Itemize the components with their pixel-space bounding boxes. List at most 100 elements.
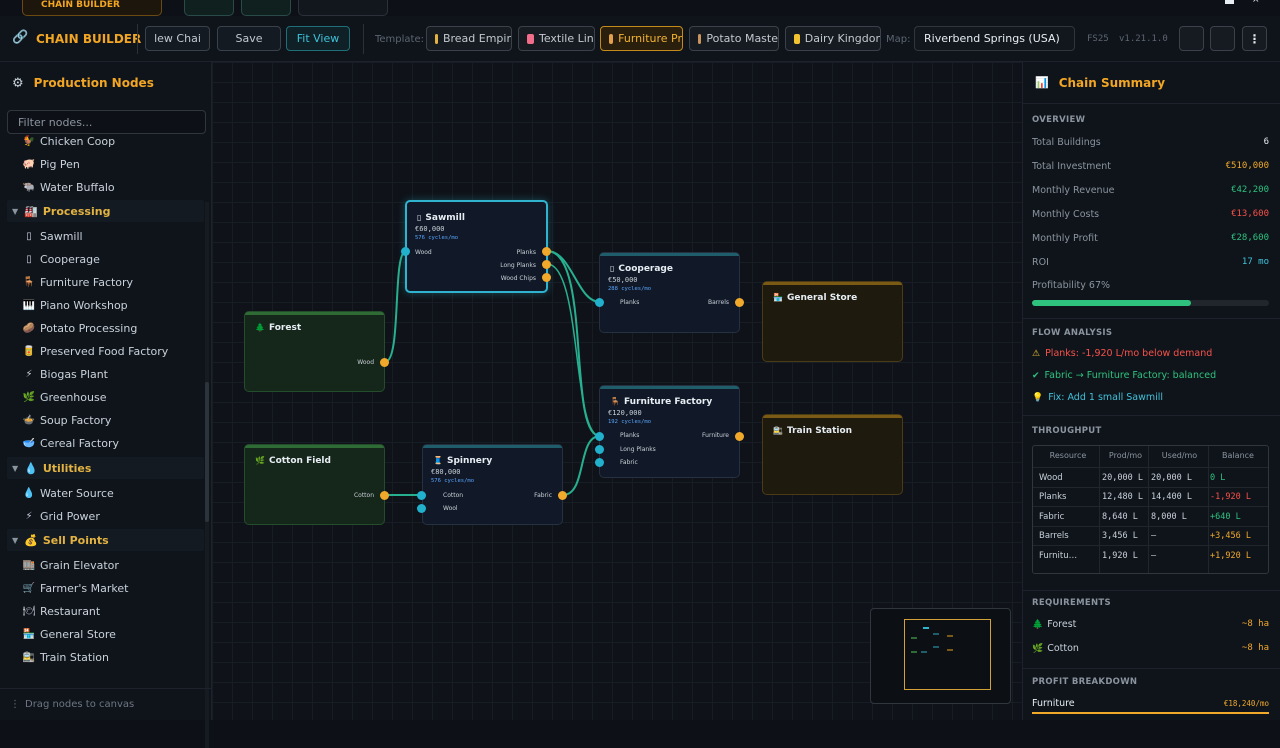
node-cost: €120,000 — [608, 409, 642, 417]
app-tab[interactable]: CHAIN BUILDER — [22, 0, 162, 16]
sidebar-item[interactable]: 🚉Train Station — [0, 647, 204, 669]
flow-text: Fabric → Furniture Factory: balanced — [1044, 370, 1217, 381]
template-button-0[interactable]: Bread Empir — [426, 26, 512, 51]
port-furniture-planks-in[interactable] — [595, 432, 604, 441]
template-button-3[interactable]: Potato Maste — [689, 26, 779, 51]
sidebar-item[interactable]: 🍽Restaurant — [0, 600, 204, 622]
sidebar-item[interactable]: ▯Cooperage — [0, 248, 204, 270]
undo-button[interactable] — [1179, 26, 1204, 51]
node-bar — [423, 445, 562, 448]
group-sell_points[interactable]: ▼💰Sell Points — [7, 529, 204, 552]
map-select[interactable]: Riverbend Springs (USA) — [914, 26, 1075, 51]
chain-canvas[interactable]: ▯Sawmill €60,000 576 cycles/mo Wood Plan… — [212, 62, 1022, 720]
requirement-value: ~8 ha — [1241, 643, 1269, 653]
port-spinnery-cotton-in[interactable] — [417, 491, 426, 500]
minimize-icon[interactable] — [1225, 0, 1234, 4]
sidebar-scrollbar[interactable] — [205, 202, 209, 748]
sidebar-item[interactable]: ⚡Grid Power — [0, 505, 204, 527]
chevron-down-icon: ▼ — [12, 206, 19, 216]
sidebar-item[interactable]: ▯Sawmill — [0, 225, 204, 247]
port-sawmill-long-planks-out[interactable] — [542, 260, 551, 269]
sidebar-item[interactable]: 🏪General Store — [0, 624, 204, 646]
header-cell: Resource — [1049, 451, 1087, 460]
node-title: 🌲Forest — [255, 323, 301, 333]
wire-spinnery-furniture — [562, 435, 601, 496]
node-icon: 🏬 — [22, 559, 36, 571]
sidebar-item[interactable]: 🛒Farmer's Market — [0, 577, 204, 599]
chair-icon: 🪑 — [610, 397, 620, 406]
node-icon: 🐃 — [22, 181, 36, 193]
chain-name-input[interactable]: lew Chai — [145, 26, 210, 51]
sidebar-item-label: Greenhouse — [40, 391, 107, 405]
port-sawmill-wood-chips-out[interactable] — [542, 273, 551, 282]
sidebar-item[interactable]: 🐓Chicken Coop — [0, 134, 204, 152]
toolbar: 🔗 CHAIN BUILDER lew Chai Save Fit View T… — [0, 16, 1280, 62]
node-cooperage[interactable]: ▯Cooperage €50,000 288 cycles/mo Planks … — [599, 252, 740, 333]
sidebar-item[interactable]: ⚡Biogas Plant — [0, 364, 204, 386]
sidebar-scroll-thumb[interactable] — [205, 382, 209, 522]
sidebar-item[interactable]: 🥣Cereal Factory — [0, 433, 204, 455]
sidebar-item[interactable]: 💧Water Source — [0, 482, 204, 504]
sidebar-item[interactable]: 🪑Furniture Factory — [0, 271, 204, 293]
minimap[interactable] — [870, 608, 1011, 704]
ghost-tab-3[interactable] — [298, 0, 388, 16]
node-train-station[interactable]: 🚉Train Station — [762, 414, 903, 495]
sidebar-item-label: Cereal Factory — [40, 437, 119, 451]
sidebar-item[interactable]: 🐖Pig Pen — [0, 153, 204, 175]
port-label-barrels-out: Barrels — [708, 299, 729, 306]
node-furniture-factory[interactable]: 🪑Furniture Factory €120,000 192 cycles/m… — [599, 385, 740, 478]
sidebar-item[interactable]: 🥫Preserved Food Factory — [0, 341, 204, 363]
port-cooperage-planks-in[interactable] — [595, 298, 604, 307]
port-sawmill-planks-out[interactable] — [542, 247, 551, 256]
close-icon[interactable]: × — [1252, 0, 1260, 5]
port-cooperage-barrels-out[interactable] — [735, 298, 744, 307]
port-furniture-fabric-in[interactable] — [595, 458, 604, 467]
sidebar-item[interactable]: 🥔Potato Processing — [0, 317, 204, 339]
template-button-4[interactable]: Dairy Kingdor — [785, 26, 881, 51]
cell-balance: +3,456 L — [1210, 531, 1251, 542]
group-processing[interactable]: ▼🏭Processing — [7, 200, 204, 222]
minimap-viewport[interactable] — [904, 619, 991, 690]
port-label-planks-out: Planks — [516, 249, 536, 256]
node-spinnery[interactable]: 🧵Spinnery €80,000 576 cycles/mo Cotton W… — [422, 444, 563, 525]
node-general-store[interactable]: 🏪General Store — [762, 281, 903, 362]
more-menu-icon[interactable]: ⋮ — [1242, 26, 1267, 51]
sidebar-item[interactable]: 🏬Grain Elevator — [0, 554, 204, 576]
port-spinnery-wool-in[interactable] — [417, 504, 426, 513]
fit-view-button[interactable]: Fit View — [286, 26, 350, 51]
sidebar-item[interactable]: 🎹Piano Workshop — [0, 294, 204, 316]
port-spinnery-fabric-out[interactable] — [558, 491, 567, 500]
group-utilities[interactable]: ▼💧Utilities — [7, 457, 204, 479]
sidebar-item[interactable]: 🌿Greenhouse — [0, 387, 204, 409]
sidebar-item-label: Grid Power — [40, 509, 100, 523]
minimap-node — [923, 627, 929, 629]
save-button[interactable]: Save — [217, 26, 281, 51]
chevron-down-icon: ▼ — [12, 535, 19, 545]
template-label: Dairy Kingdor — [804, 32, 880, 45]
group-icon: 💧 — [24, 461, 38, 475]
redo-button[interactable] — [1210, 26, 1235, 51]
filter-nodes-input[interactable] — [7, 110, 206, 134]
port-sawmill-wood-in[interactable] — [401, 247, 410, 256]
template-button-1[interactable]: Textile Lin — [518, 26, 595, 51]
port-forest-wood-out[interactable] — [380, 358, 389, 367]
port-cotton-out[interactable] — [380, 491, 389, 500]
sidebar-item[interactable]: 🍲Soup Factory — [0, 410, 204, 432]
minimap-node — [947, 635, 953, 637]
cotton-icon: 🌿 — [255, 456, 265, 465]
port-furniture-long-planks-in[interactable] — [595, 445, 604, 454]
cell-used: — — [1151, 531, 1157, 542]
ghost-tab-2[interactable] — [241, 0, 291, 16]
node-cotton-field[interactable]: 🌿Cotton Field Cotton — [244, 444, 385, 525]
ghost-tab-1[interactable] — [184, 0, 234, 16]
node-forest[interactable]: 🌲Forest Wood — [244, 311, 385, 392]
divider — [1023, 415, 1280, 416]
cell-balance: +640 L — [1210, 511, 1241, 522]
sidebar-item[interactable]: 🐃Water Buffalo — [0, 176, 204, 198]
header-cell: Used/mo — [1161, 451, 1198, 460]
template-button-2[interactable]: Furniture Pr — [600, 26, 683, 51]
port-furniture-out[interactable] — [735, 432, 744, 441]
port-label-fabric-in: Fabric — [620, 459, 638, 466]
node-sawmill[interactable]: ▯Sawmill €60,000 576 cycles/mo Wood Plan… — [405, 200, 548, 293]
